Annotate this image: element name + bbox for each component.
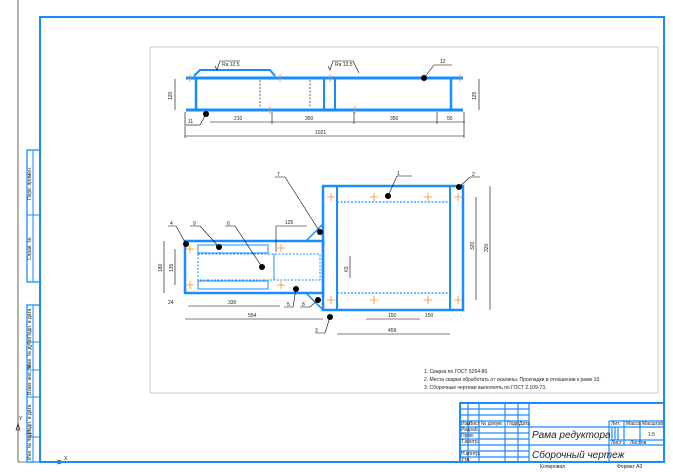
drawing-text: Копировал [540,464,565,470]
drawing-text: Изм. [461,421,472,427]
drawing-text: 125 [472,91,478,100]
drawing-text: 8 [302,302,305,308]
drawing-text: 150 [425,313,434,319]
drawing-text: 210 [234,116,243,122]
x-axis-label: X [64,456,68,462]
drawing-text: 135 [169,263,175,272]
drawing-text: 120 [168,91,174,100]
drawing-text: № докум. [481,421,503,427]
drawing-text: Дата [519,421,530,427]
drawing-text: Лит. [611,421,620,427]
drawing-text: 2. Места сварки обработать от окалины. П… [424,377,601,383]
drawing-text: 3. Сборочные чертежи выполнять по ГОСТ 2… [424,385,546,391]
drawing-title: Рама редуктора [532,430,611,441]
drawing-text: 3 [315,328,318,334]
drawing-text: Перв. примен. [27,167,33,200]
drawing-text: 6 [227,221,230,227]
drawing-text: Ra 12.5 [222,62,240,68]
title-block: Изм. Лист № докум. Подп. Дата Разраб. Пр… [459,402,665,470]
drawing-text: Масса [626,421,641,427]
side-stamps: Перв. примен. Справ. № Подп. и дата Инв.… [26,149,41,463]
drawing-subtitle: Сборочный чертеж [532,449,626,461]
drawing-text: 350 [390,116,399,122]
drawing-text: 320 [470,241,476,250]
drawing-text: Пров. [461,433,474,439]
drawing-text: 350 [305,116,314,122]
technical-notes: 1. Сварка по ГОСТ 5264-80. 2. Места свар… [424,369,601,391]
drawing-text: 150 [388,313,397,319]
drawing-text: 7 [277,172,280,178]
y-axis-label: Y [19,416,23,422]
drawing-text: Утв. [461,457,471,463]
drawing-text: Ra 12.5 [335,62,353,68]
drawing-text: 125 [285,220,294,226]
drawing-text: Листов [630,440,647,446]
plan-view: 1 2 3 4 5 6 7 8 9 125 63 330 24 554 459 … [158,171,491,335]
drawing-text: Взам. инв. № [27,364,33,395]
drawing-text: 55 [447,116,453,122]
drawing-text: 1 [397,171,400,177]
drawing-text: Инв. № дубл. [27,337,33,368]
drawing-text: Лист [469,421,481,427]
drawing-text: 5 [287,302,290,308]
drawing-text: Масштаб [642,421,664,427]
drawing-text: 330 [228,300,237,306]
drawing-text: 459 [388,328,397,334]
drawing-text: Подп. и дата [27,308,33,338]
drawing-text: 180 [158,263,164,272]
sheet-frame [39,16,665,463]
drawing-text: Подп. и дата [27,404,33,434]
drawing-text: Н.контр. [461,451,480,457]
drawing-text: 9 [193,221,196,227]
drawing-text: Т.контр. [461,439,479,445]
viewport-border[interactable] [149,46,659,394]
top-view: 11 12 Ra 12.5 Ra 12.5 120 125 210 350 35… [168,59,480,138]
drawing-text: 2 [472,172,475,178]
drawing-text: Справ. № [27,237,33,260]
drawing-text: 24 [168,300,174,306]
ucs-axes-icon: Y X [15,0,68,465]
drawing-text: Подп. [507,421,520,427]
drawing-text: Инв. № подл. [27,429,33,460]
drawing-text: 554 [248,313,257,319]
drawing-text: 1. Сварка по ГОСТ 5264-80. [424,369,489,375]
drawing-text: Формат A3 [617,464,642,470]
drawing-text: 320 [484,243,490,252]
drawing-text: Лист [611,440,623,446]
drawing-text: Разраб. [461,427,479,433]
drawing-text: 63 [344,266,350,272]
drawing-text: 4 [170,221,173,227]
drawing-text: 1:5 [648,432,655,438]
drawing-text: 12 [440,59,446,65]
drawing-text: 11 [188,119,193,125]
drawing-text: 1021 [315,130,326,136]
